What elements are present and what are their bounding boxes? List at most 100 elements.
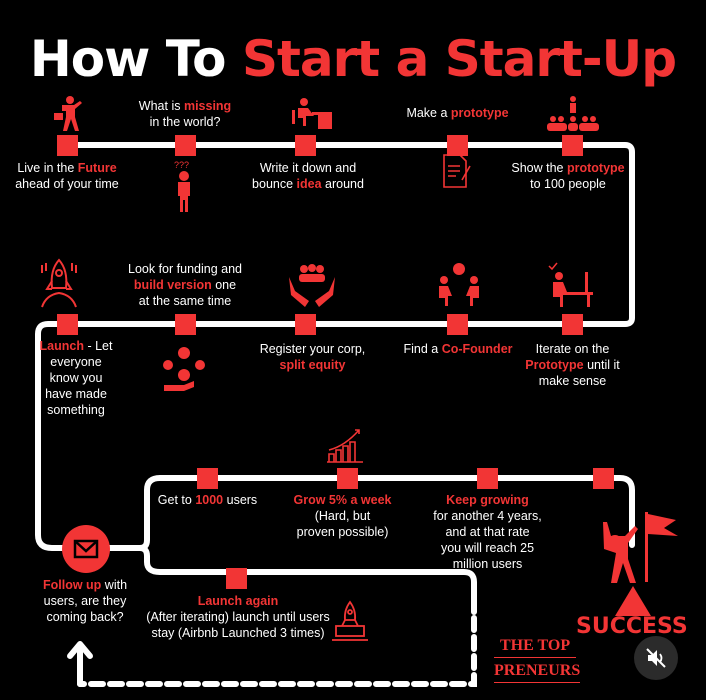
text: Make a [406,106,451,120]
text: at the same time [138,294,232,308]
step-what-is-missing: What is missing in the world? [130,98,240,130]
path-arrow [67,641,93,687]
text: Iterate on the [535,342,610,356]
text: with [101,578,128,592]
page-title: How To Start a Start-Up [0,30,706,88]
highlight: build version [133,278,212,292]
speaker-muted-icon [646,648,666,668]
text: Show the [511,161,567,175]
step-marker [447,314,468,335]
text: million users [452,557,523,571]
highlight: Follow up [42,578,102,592]
step-funding: Look for funding and build version one at … [115,261,255,309]
text: users, are they [43,594,127,608]
growth-chart-icon [327,429,363,463]
text: Look for funding and [128,262,242,276]
step-keep-growing: Keep growing for another 4 years, and at t… [420,492,555,572]
text: one [211,278,237,292]
highlight: Launch again [197,594,279,608]
title-white: How To [29,30,242,88]
text: (Hard, but [314,509,371,523]
highlight: Launch [39,339,84,353]
text: you will reach 25 [440,541,535,555]
text: Get to [157,493,196,507]
step-marker [337,468,358,489]
text: (After iterating) launch until users [146,610,330,624]
highlight: Co-Founder [441,342,513,356]
step-marker [197,468,218,489]
step-grow-5-percent: Grow 5% a week (Hard, but proven possible) [280,492,405,540]
text: and at that rate [445,525,530,539]
text: - Let [83,339,113,353]
text: Register your corp, [259,342,366,356]
text: What is [138,99,184,113]
highlight: Prototype [525,358,584,372]
text: something [47,403,105,417]
path-branch-lower [137,545,477,615]
svg-text:???: ??? [174,160,189,170]
text: in the world? [149,115,221,129]
step-find-cofounder: Find a Co-Founder [398,341,518,357]
step-marker [477,468,498,489]
step-1000-users: Get to 1000 users [150,492,265,508]
step-launch: Launch - Let everyone know you have made som… [30,338,122,418]
team-in-hands-icon [289,264,335,307]
step-marker [593,468,614,489]
document-pen-icon [443,154,471,188]
text: know you [49,371,103,385]
person-at-desk-icon [292,98,332,129]
step-marker [562,314,583,335]
text: coming back? [46,610,124,624]
text: have made [45,387,107,401]
text: until it [583,358,620,372]
text: for another 4 years, [433,509,542,523]
text: users [223,493,258,507]
text: Find a [403,342,442,356]
highlight: idea [296,177,322,191]
brand-line2: PRENEURS [494,662,581,683]
step-marker [295,314,316,335]
envelope-icon [62,525,110,573]
step-marker [57,314,78,335]
text: to 100 people [530,177,606,191]
text: proven possible) [296,525,389,539]
text: ahead of your time [15,177,119,191]
step-follow-up: Follow up with users, are they coming back… [32,577,138,625]
confused-person-icon: ??? [174,160,190,212]
step-marker [447,135,468,156]
highlight: missing [183,99,232,113]
text: stay (Airbnb Launched 3 times) [151,626,325,640]
highlight: Grow 5% a week [293,493,392,507]
highlight: Keep growing [446,493,529,507]
text: make sense [538,374,607,388]
step-register-corp: Register your corp, split equity [250,341,375,373]
person-at-computer-icon [548,262,593,307]
highlight: 1000 [195,493,224,507]
funding-network-icon [163,347,205,391]
success-label: SUCCESS [576,614,688,639]
path-row1 [35,142,635,551]
step-marker [295,135,316,156]
cofounders-meeting-icon [439,263,479,306]
highlight: Future [77,161,117,175]
text: Write it down and [259,161,357,175]
path-dashed [77,615,477,687]
step-marker [175,314,196,335]
step-marker [175,135,196,156]
highlight: split equity [279,358,346,372]
walking-person-icon [54,96,82,131]
step-launch-again: Launch again (After iterating) launch unt… [128,593,348,641]
text: everyone [50,355,102,369]
laptop-rocket-icon [332,600,368,641]
step-make-prototype: Make a prototype [395,105,520,121]
step-write-it-down: Write it down and bounce idea around [248,160,368,192]
text: around [321,177,364,191]
step-marker [57,135,78,156]
mute-button[interactable] [634,636,678,680]
text: bounce [252,177,297,191]
audience-icon [547,96,599,131]
